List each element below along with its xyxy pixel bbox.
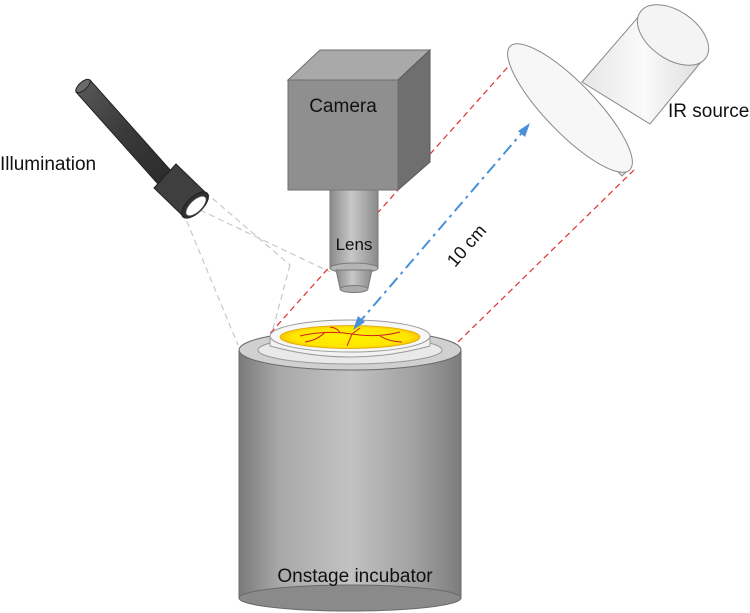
lens — [329, 189, 379, 293]
illumination-label: Illumination — [0, 154, 96, 175]
illumination-light-cone — [182, 191, 331, 346]
ir-source-label: IR source — [668, 101, 749, 122]
blood-vessels — [299, 326, 403, 347]
camera-label: Camera — [309, 96, 377, 117]
illumination-torch — [75, 78, 209, 219]
incubator-label: Onstage incubator — [277, 566, 433, 587]
petri-dish — [269, 319, 431, 358]
ir-beam-boundary-lines — [257, 59, 635, 348]
lens-label: Lens — [336, 235, 373, 254]
distance-label: 10 cm — [443, 220, 490, 270]
distance-arrow — [353, 123, 530, 330]
ir-source — [507, 4, 710, 177]
onstage-incubator — [238, 329, 462, 612]
camera-body — [286, 48, 432, 192]
